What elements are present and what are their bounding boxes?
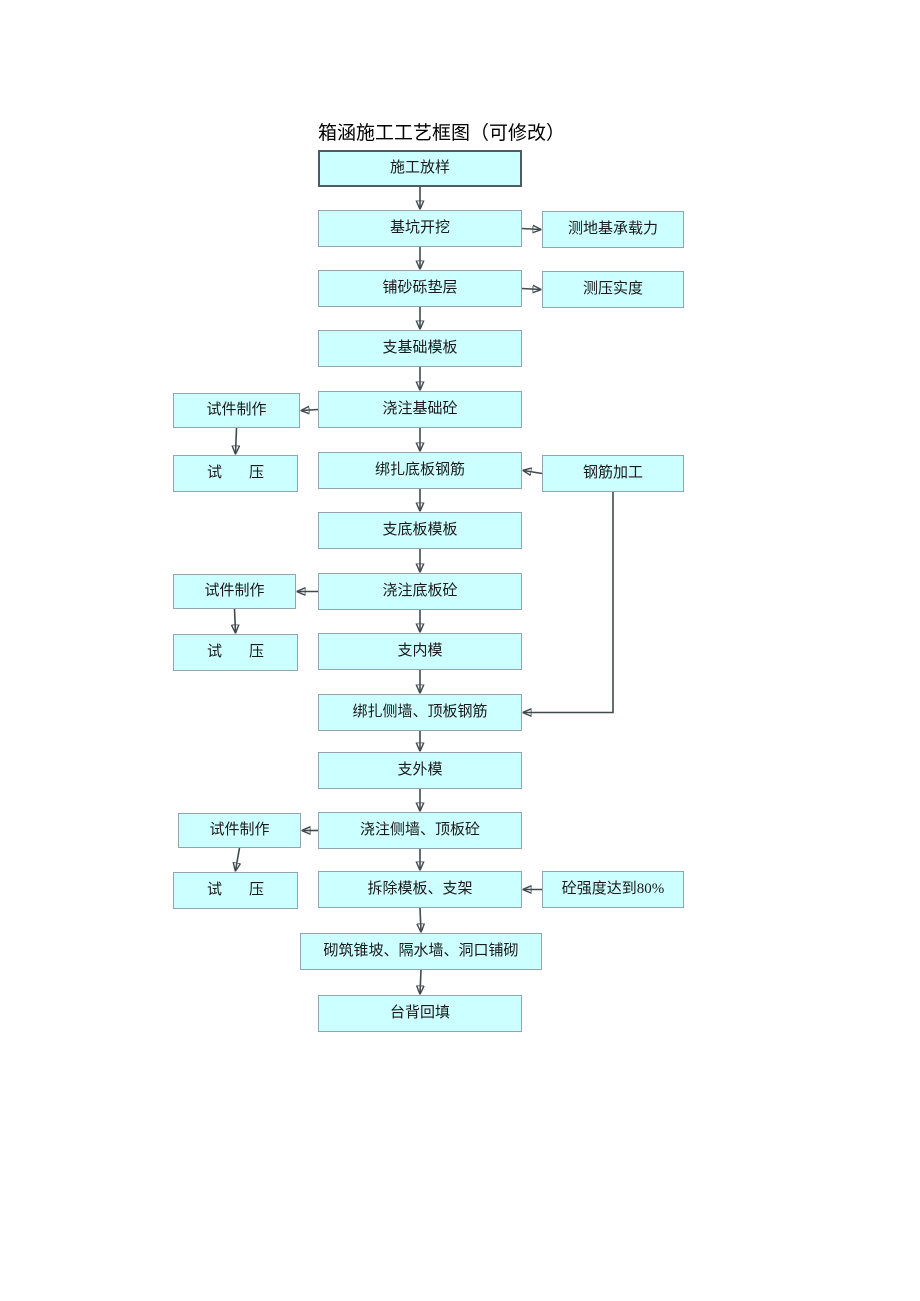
flow-node-label: 钢筋加工 [582,465,643,481]
flow-node-r03[interactable]: 钢筋加工 [542,455,684,492]
connector-n14-to-n15 [420,969,421,994]
flow-node-n13[interactable]: 拆除模板、支架 [318,871,522,908]
flow-node-r02[interactable]: 测压实度 [542,271,684,308]
flow-node-label: 试 压 [206,465,270,481]
flow-node-n12[interactable]: 浇注侧墙、顶板砼 [318,812,522,849]
flow-node-n06[interactable]: 绑扎底板钢筋 [318,452,522,489]
connector-l05-to-l06 [236,847,240,871]
flow-node-n09[interactable]: 支内模 [318,633,522,670]
flow-node-label: 测地基承载力 [567,221,658,237]
flow-node-n05[interactable]: 浇注基础砼 [318,391,522,428]
flow-node-n14[interactable]: 砌筑锥坡、隔水墙、洞口铺砌 [300,933,542,970]
flow-node-label: 铺砂砾垫层 [382,280,458,296]
flow-node-l06[interactable]: 试 压 [173,872,298,909]
flow-node-label: 浇注侧墙、顶板砼 [359,822,480,838]
connector-l03-to-l04 [235,608,236,633]
flow-node-label: 试 压 [206,882,270,898]
connector-n02-to-r01 [521,229,541,230]
flow-node-label: 支基础模板 [382,340,458,356]
flow-node-r04[interactable]: 砼强度达到80% [542,871,684,908]
flow-node-n01[interactable]: 施工放样 [318,150,522,187]
flow-node-label: 试 压 [206,644,270,660]
flow-node-label: 施工放样 [389,160,450,176]
flow-node-l04[interactable]: 试 压 [173,634,298,671]
connector-n03-to-r02 [521,289,541,290]
flow-node-label: 试件制作 [204,583,265,599]
flow-node-r01[interactable]: 测地基承载力 [542,211,684,248]
flow-node-label: 支内模 [397,643,443,659]
flow-node-label: 浇注基础砼 [382,401,458,417]
flow-node-label: 台背回填 [389,1005,450,1021]
flow-node-label: 绑扎侧墙、顶板钢筋 [352,704,488,720]
flow-node-label: 绑扎底板钢筋 [374,462,465,478]
flow-node-l05[interactable]: 试件制作 [178,813,301,848]
flow-node-l01[interactable]: 试件制作 [173,393,300,428]
flow-node-n11[interactable]: 支外模 [318,752,522,789]
flow-node-label: 砼强度达到80% [561,881,665,897]
flow-node-n04[interactable]: 支基础模板 [318,330,522,367]
connector-l01-to-l02 [236,427,237,454]
flow-node-n02[interactable]: 基坑开挖 [318,210,522,247]
flow-node-label: 支外模 [397,762,443,778]
connector-r03-to-n10 [524,492,614,713]
connector-n13-to-n14 [420,907,421,932]
flow-node-label: 基坑开挖 [389,220,450,236]
flow-node-label: 试件制作 [206,402,267,418]
flow-node-l03[interactable]: 试件制作 [173,574,296,609]
flow-node-label: 拆除模板、支架 [367,881,473,897]
flow-node-n03[interactable]: 铺砂砾垫层 [318,270,522,307]
flow-node-label: 浇注底板砼 [382,583,458,599]
flow-node-l02[interactable]: 试 压 [173,455,298,492]
flow-node-label: 试件制作 [209,822,270,838]
flow-node-n15[interactable]: 台背回填 [318,995,522,1032]
flow-node-n07[interactable]: 支底板模板 [318,512,522,549]
connector-r03-to-n06 [524,471,543,474]
flow-node-label: 砌筑锥坡、隔水墙、洞口铺砌 [323,943,519,959]
page-title: 箱涵施工工艺框图（可修改） [318,123,566,144]
flow-node-n10[interactable]: 绑扎侧墙、顶板钢筋 [318,694,522,731]
flow-node-n08[interactable]: 浇注底板砼 [318,573,522,610]
connector-n05-to-l01 [302,410,319,411]
flow-node-label: 支底板模板 [382,522,458,538]
flow-node-label: 测压实度 [582,281,643,297]
